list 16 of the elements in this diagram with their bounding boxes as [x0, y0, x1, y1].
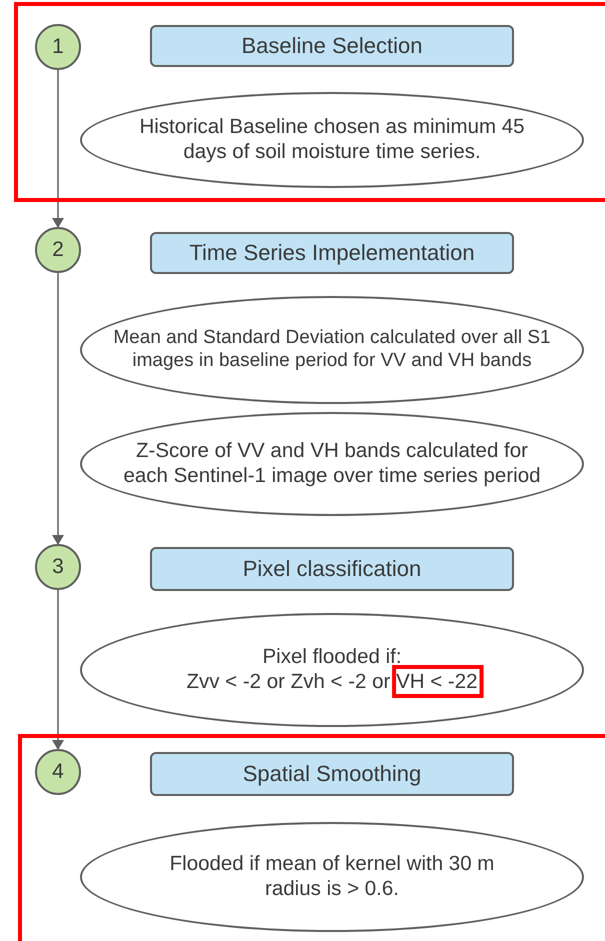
arrow: [52, 273, 64, 545]
arrow: [52, 590, 64, 750]
step-number-circle: 3: [35, 544, 81, 590]
description-ellipse: Historical Baseline chosen as minimum 45 days of soil moisture time series.: [80, 92, 584, 188]
step-title-box: Baseline Selection: [150, 25, 514, 67]
step-number-circle: 2: [35, 227, 81, 273]
step-title-box: Spatial Smoothing: [150, 752, 514, 796]
step-number-circle: 4: [35, 749, 81, 795]
description-ellipse: Z-Score of VV and VH bands calculated for each Sentinel-1 image over time series period: [80, 412, 584, 516]
description-ellipse: Mean and Standard Deviation calculated over all S1 images in baseline period for VV and VH bands: [80, 296, 584, 404]
step-title-box: Pixel classification: [150, 547, 514, 591]
description-ellipse: Pixel flooded if: Zvv < -2 or Zvh < -2 or VH < -22: [80, 613, 584, 727]
step-title-box: Time Series Impelementation: [150, 232, 514, 274]
arrow: [52, 70, 64, 228]
step-number-circle: 1: [35, 24, 81, 70]
description-ellipse: Flooded if mean of kernel with 30 m radius is > 0.6.: [80, 822, 584, 932]
